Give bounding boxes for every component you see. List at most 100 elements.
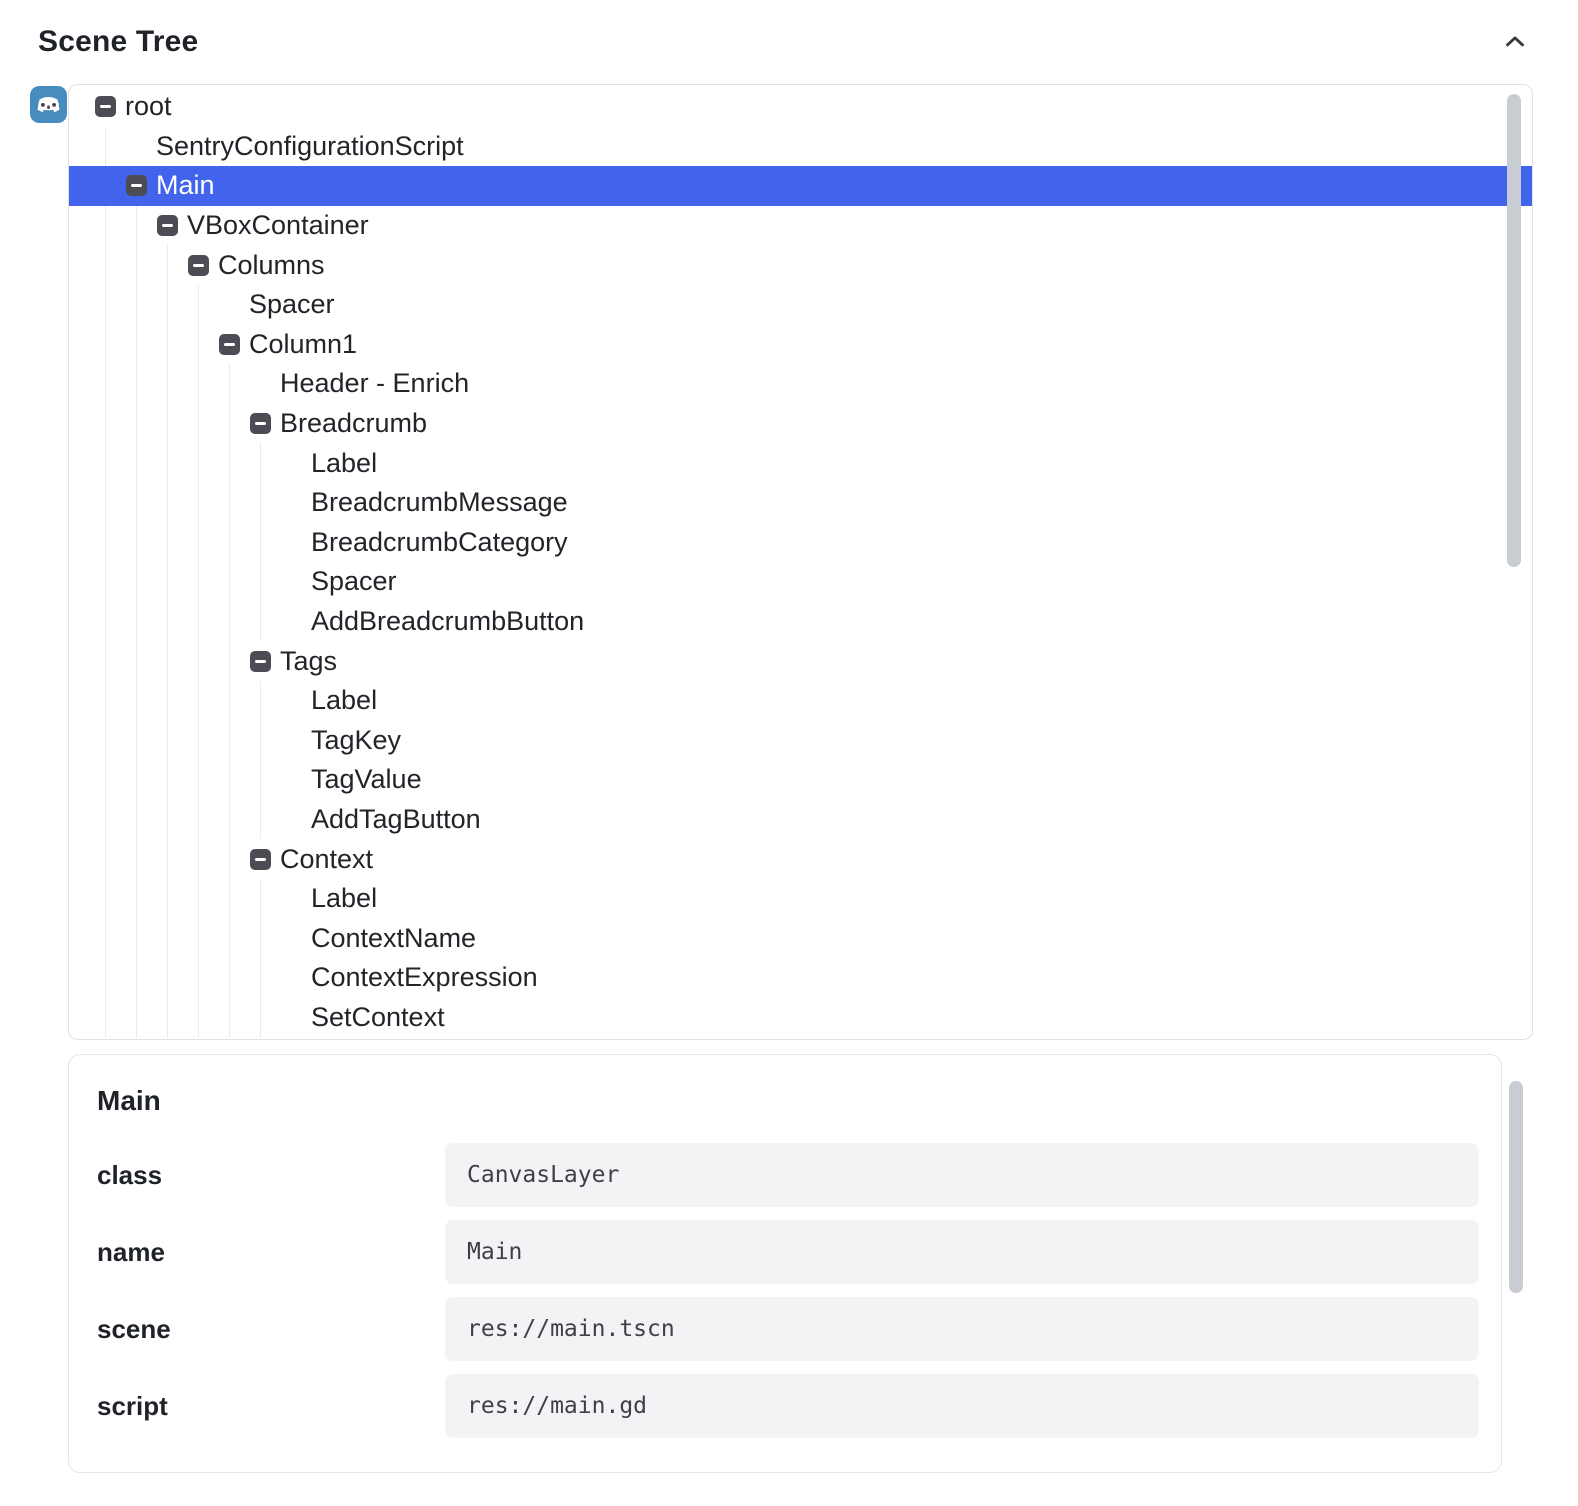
indent-guide: [188, 760, 219, 800]
tree-node-label: SentryConfigurationScript: [156, 130, 464, 161]
tree-node-label[interactable]: Label: [69, 878, 1532, 919]
details-scrollbar-thumb[interactable]: [1509, 1081, 1523, 1294]
tree-node-main[interactable]: Main: [69, 166, 1532, 206]
minus-collapse-icon[interactable]: [188, 254, 209, 276]
tree-node-contextname[interactable]: ContextName: [69, 918, 1532, 958]
tree-node-breadcrumb[interactable]: Breadcrumb: [69, 403, 1532, 444]
indent-guide: [250, 680, 281, 721]
indent-guide: [188, 284, 219, 325]
tree-node-columns[interactable]: Columns: [69, 245, 1532, 285]
toggle-spacer: [281, 571, 311, 592]
tree-scrollbar-thumb[interactable]: [1507, 94, 1521, 567]
indent-guide: [95, 601, 126, 642]
indent-guide: [95, 364, 126, 404]
indent-guide: [157, 997, 188, 1038]
indent-guide: [157, 641, 188, 681]
tree-node-label: ContextExpression: [311, 962, 538, 993]
toggle-spacer: [281, 769, 311, 790]
indent-guide: [188, 918, 219, 958]
indent-guide: [219, 839, 250, 879]
tree-node-column1[interactable]: Column1: [69, 324, 1532, 365]
indent-guide: [95, 126, 126, 167]
tree-node-root[interactable]: root: [69, 87, 1532, 127]
indent-guide: [219, 760, 250, 800]
indent-guide: [157, 482, 188, 523]
tree-node-label[interactable]: Label: [69, 443, 1532, 483]
indent-guide: [126, 918, 157, 958]
indent-guide: [95, 562, 126, 602]
toggle-spacer: [281, 888, 311, 909]
tree-node-vboxcontainer[interactable]: VBoxContainer: [69, 205, 1532, 246]
tree-node-sentryconfigurationscript[interactable]: SentryConfigurationScript: [69, 126, 1532, 167]
indent-guide: [250, 482, 281, 523]
collapse-panel-button[interactable]: [1497, 24, 1533, 60]
indent-guide: [95, 680, 126, 721]
indent-guide: [157, 878, 188, 919]
minus-collapse-icon[interactable]: [250, 848, 271, 870]
tree-node-contextexpression[interactable]: ContextExpression: [69, 958, 1532, 998]
tree-node-breadcrumbcategory[interactable]: BreadcrumbCategory: [69, 522, 1532, 563]
indent-guide: [157, 324, 188, 365]
indent-guide: [219, 443, 250, 483]
detail-key: script: [97, 1390, 168, 1421]
indent-guide: [219, 680, 250, 721]
tree-node-label: Label: [311, 685, 378, 716]
indent-guide: [95, 958, 126, 998]
toggle-spacer: [281, 1007, 311, 1028]
tree-node-label: Spacer: [311, 566, 397, 597]
tree-node-label: root: [125, 91, 172, 122]
tree-node-header-enrich[interactable]: Header - Enrich: [69, 364, 1532, 404]
tree-node-label: Context: [280, 843, 374, 874]
tree-node-context[interactable]: Context: [69, 839, 1532, 879]
minus-collapse-icon[interactable]: [95, 96, 116, 118]
tree-node-spacer[interactable]: Spacer: [69, 562, 1532, 602]
tree-node-label: BreadcrumbMessage: [311, 487, 568, 518]
minus-collapse-icon[interactable]: [157, 215, 178, 237]
tree-node-label: Column1: [249, 328, 358, 359]
tree-node-label: AddTagButton: [311, 803, 481, 834]
indent-guide: [250, 799, 281, 840]
indent-guide: [219, 641, 250, 681]
toggle-spacer: [281, 532, 311, 553]
tree-node-spacer[interactable]: Spacer: [69, 284, 1532, 325]
tree-node-label[interactable]: Label: [69, 680, 1532, 721]
indent-guide: [95, 878, 126, 919]
indent-guide: [188, 997, 219, 1038]
indent-guide: [188, 522, 219, 563]
tree-node-tagkey[interactable]: TagKey: [69, 720, 1532, 761]
tree-node-setcontext[interactable]: SetContext: [69, 997, 1532, 1038]
indent-guide: [95, 482, 126, 523]
tree-node-tagvalue[interactable]: TagValue: [69, 760, 1532, 800]
tree-node-addtagbutton[interactable]: AddTagButton: [69, 799, 1532, 840]
tree-node-label: Tags: [280, 645, 338, 676]
indent-guide: [250, 958, 281, 998]
indent-guide: [219, 997, 250, 1038]
tree-node-label: Main: [156, 170, 215, 201]
tree-node-label: AddBreadcrumbButton: [311, 606, 585, 637]
indent-guide: [95, 760, 126, 800]
toggle-spacer: [281, 730, 311, 751]
indent-guide: [219, 522, 250, 563]
indent-guide: [250, 443, 281, 483]
minus-collapse-icon[interactable]: [126, 175, 147, 197]
indent-guide: [95, 799, 126, 840]
indent-guide: [157, 958, 188, 998]
indent-guide: [95, 720, 126, 761]
tree-node-tags[interactable]: Tags: [69, 641, 1532, 681]
details-title: Main: [97, 1085, 161, 1117]
indent-guide: [126, 878, 157, 919]
minus-collapse-icon[interactable]: [250, 413, 271, 435]
tree-node-breadcrumbmessage[interactable]: BreadcrumbMessage: [69, 482, 1532, 523]
indent-guide: [126, 205, 157, 246]
tree-node-addbreadcrumbbutton[interactable]: AddBreadcrumbButton: [69, 601, 1532, 642]
minus-collapse-icon[interactable]: [250, 650, 271, 672]
minus-collapse-icon[interactable]: [219, 333, 240, 355]
indent-guide: [126, 403, 157, 444]
